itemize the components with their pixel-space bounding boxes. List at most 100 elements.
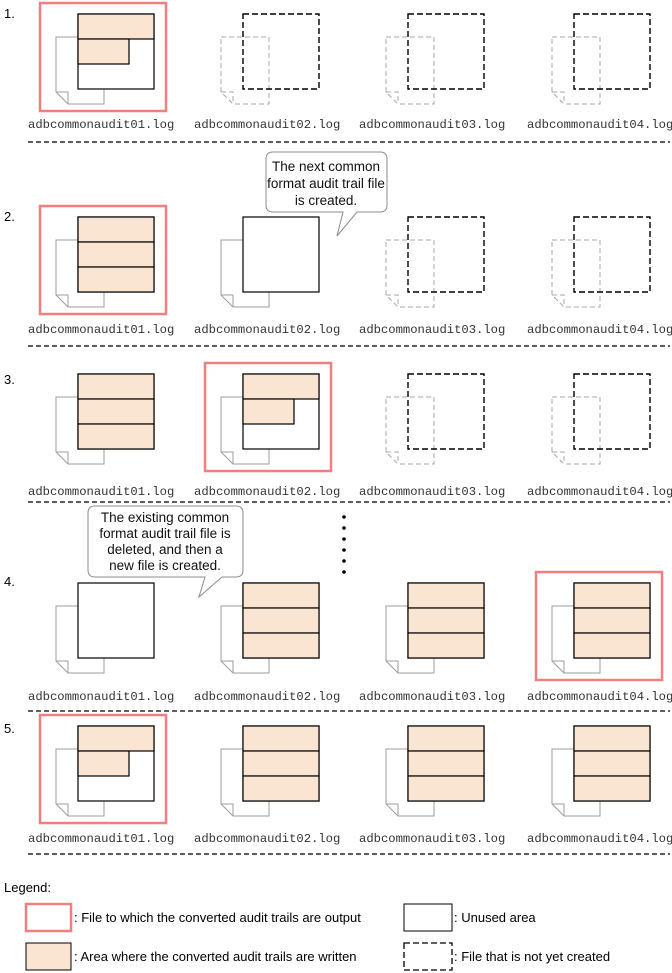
file-adbcommonaudit04	[551, 216, 651, 308]
file-adbcommonaudit02	[203, 361, 333, 473]
file-adbcommonaudit03	[385, 582, 485, 674]
output-file-highlight	[203, 361, 333, 473]
legend-written-area-swatch	[25, 942, 72, 971]
written-area-band	[407, 582, 485, 609]
written-area-partial	[77, 750, 130, 777]
written-area-band	[77, 13, 155, 40]
callout-line: is created.	[295, 193, 357, 208]
step-4: 4. The existing common format audit trai…	[4, 505, 672, 712]
file-adbcommonaudit02	[220, 13, 320, 105]
step-1: 1. adbcommonaudit01.log adbcommonaudit02…	[4, 1, 672, 143]
filename-label: adbcommonaudit03.log	[359, 690, 505, 704]
file-adbcommonaudit01	[38, 204, 168, 316]
file-back-page	[551, 396, 601, 465]
step-number: 5.	[4, 721, 15, 736]
written-area-band	[573, 750, 651, 777]
output-file-highlight	[534, 570, 664, 682]
ellipsis-dots	[342, 515, 346, 574]
written-area-band	[407, 775, 485, 802]
file-not-created-outline	[573, 216, 651, 293]
file-adbcommonaudit03	[385, 216, 485, 308]
file-adbcommonaudit04	[551, 373, 651, 465]
file-front-square	[77, 582, 155, 659]
file-back-page	[385, 239, 435, 308]
filename-label: adbcommonaudit03.log	[359, 485, 505, 499]
filename-label: adbcommonaudit04.log	[527, 832, 672, 846]
step-number: 3.	[4, 372, 15, 387]
legend-written-area-label: : Area where the converted audit trails …	[74, 949, 357, 964]
file-adbcommonaudit02	[220, 216, 320, 308]
filename-label: adbcommonaudit01.log	[28, 118, 174, 132]
file-not-created-outline	[573, 13, 651, 90]
output-file-highlight	[38, 204, 168, 316]
written-area-band	[77, 241, 155, 268]
filename-label: adbcommonaudit03.log	[359, 832, 505, 846]
filename-label: adbcommonaudit02.log	[194, 118, 340, 132]
written-area-band	[407, 750, 485, 777]
written-area-band	[242, 632, 320, 659]
filename-label: adbcommonaudit01.log	[28, 485, 174, 499]
written-area-band	[242, 775, 320, 802]
filename-label: adbcommonaudit02.log	[194, 485, 340, 499]
written-area-band	[407, 607, 485, 634]
file-adbcommonaudit03	[385, 725, 485, 817]
output-file-highlight	[38, 713, 168, 825]
filename-label: adbcommonaudit02.log	[194, 323, 340, 337]
file-adbcommonaudit01	[38, 713, 168, 825]
legend-unused-area-label: : Unused area	[454, 910, 536, 925]
filename-label: adbcommonaudit04.log	[527, 323, 672, 337]
file-adbcommonaudit04	[551, 725, 651, 817]
callout-line: format audit trail file	[267, 176, 385, 191]
callout-line: The next common	[272, 159, 380, 174]
written-area-band	[407, 632, 485, 659]
written-area-band	[77, 266, 155, 293]
file-front-square	[242, 216, 320, 293]
written-area-band	[242, 582, 320, 609]
legend-output-file-label: : File to which the converted audit trai…	[74, 910, 361, 925]
filename-label: adbcommonaudit03.log	[359, 323, 505, 337]
written-area-band	[77, 423, 155, 450]
file-adbcommonaudit04	[534, 570, 664, 682]
file-not-created-outline	[407, 13, 485, 90]
step-number: 1.	[4, 6, 15, 21]
file-adbcommonaudit01	[55, 582, 155, 674]
file-adbcommonaudit01	[55, 373, 155, 465]
step-3: 3. adbcommonaudit01.log adbcommonaudit02…	[4, 361, 672, 503]
speech-bubble	[265, 151, 388, 237]
file-adbcommonaudit03	[385, 13, 485, 105]
written-area-band	[573, 582, 651, 609]
filename-label: adbcommonaudit04.log	[527, 690, 672, 704]
filename-label: adbcommonaudit01.log	[28, 323, 174, 337]
filename-label: adbcommonaudit02.log	[194, 690, 340, 704]
file-back-page	[551, 239, 601, 308]
written-area-partial	[242, 398, 295, 425]
output-file-highlight	[38, 1, 168, 113]
callout-line: The existing common	[101, 510, 229, 525]
file-back-page	[220, 36, 270, 105]
filename-label: adbcommonaudit01.log	[28, 690, 174, 704]
callout-line: new file is created.	[109, 558, 221, 573]
step-2: 2. The next common format audit trail fi…	[4, 151, 672, 347]
filename-label: adbcommonaudit04.log	[527, 485, 672, 499]
written-area-band	[242, 607, 320, 634]
file-back-page	[385, 396, 435, 465]
callout-line: format audit trail file is	[99, 526, 231, 541]
written-area-band	[242, 373, 320, 400]
legend-unused-area-swatch	[403, 903, 453, 932]
file-back-page	[551, 36, 601, 105]
written-area-band	[573, 632, 651, 659]
legend-output-file-swatch	[24, 902, 73, 933]
step-number: 4.	[4, 574, 15, 589]
file-not-created-outline	[407, 216, 485, 293]
step-5: 5. adbcommonaudit01.log adbcommonaudit02…	[4, 713, 672, 855]
written-area-band	[407, 725, 485, 752]
file-adbcommonaudit01	[38, 1, 168, 113]
file-back-page	[385, 36, 435, 105]
speech-bubble	[87, 505, 244, 599]
file-adbcommonaudit03	[385, 373, 485, 465]
file-not-created-outline	[573, 373, 651, 450]
written-area-band	[573, 725, 651, 752]
file-not-created-outline	[242, 13, 320, 90]
written-area-band	[77, 725, 155, 752]
